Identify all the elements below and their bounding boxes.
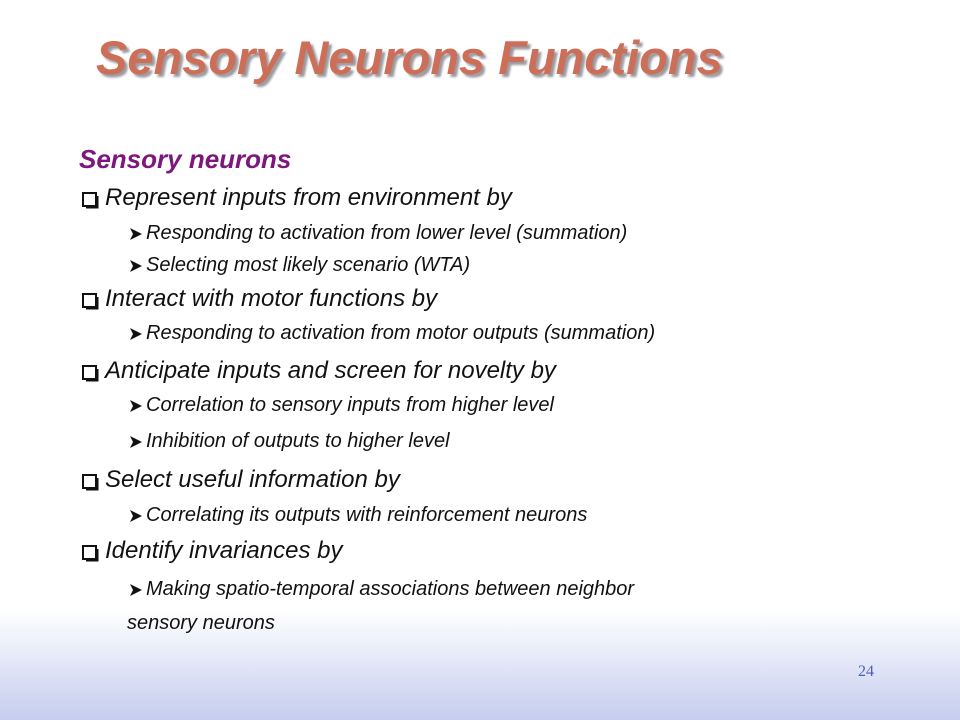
checkbox-bullet-icon [82,545,99,562]
arrow-bullet-icon [130,509,142,522]
arrow-bullet-icon [130,259,142,272]
checkbox-bullet-icon [82,293,99,310]
arrow-bullet-icon [130,327,142,340]
sub-bullet-text: Correlation to sensory inputs from highe… [146,394,554,416]
bullet-item: Select useful information by [79,466,400,494]
bullet-text: Anticipate inputs and screen for novelty… [105,357,556,384]
sub-bullet-item: Selecting most likely scenario (WTA) [129,254,470,277]
checkbox-bullet-icon [82,474,99,491]
slide-title: Sensory Neurons Functions [96,31,723,84]
bullet-item: Anticipate inputs and screen for novelty… [79,357,556,385]
arrow-bullet-icon [130,227,142,240]
bullet-item: Represent inputs from environment by [79,184,512,212]
sub-bullet-text: Making spatio-temporal associations betw… [146,578,635,600]
sub-bullet-text: Responding to activation from motor outp… [146,322,656,344]
checkbox-bullet-icon [82,365,99,382]
sub-bullet-item: Inhibition of outputs to higher level [129,430,450,453]
sub-bullet-item: Making spatio-temporal associations betw… [129,578,634,601]
background-gradient-band [0,610,960,720]
arrow-bullet-icon [130,435,142,448]
sub-bullet-text: Correlating its outputs with reinforceme… [146,504,588,526]
sub-bullet-text: Responding to activation from lower leve… [146,222,628,244]
bullet-text: Interact with motor functions by [105,285,438,312]
page-number: 24 [858,663,874,680]
arrow-bullet-icon [130,583,142,596]
sub-bullet-text: Selecting most likely scenario (WTA) [146,254,471,276]
bullet-text: Represent inputs from environment by [105,184,512,211]
bullet-text: Identify invariances by [105,537,343,564]
sub-bullet-continuation: sensory neurons [127,612,275,634]
bullet-text: Select useful information by [105,466,400,493]
sub-bullet-item: Responding to activation from lower leve… [129,222,627,245]
section-heading: Sensory neurons [79,144,292,174]
checkbox-bullet-icon [82,192,99,209]
sub-bullet-text: Inhibition of outputs to higher level [146,430,450,452]
bullet-item: Interact with motor functions by [79,285,437,313]
bullet-item: Identify invariances by [79,537,342,565]
sub-bullet-item: Correlation to sensory inputs from highe… [129,394,554,417]
sub-bullet-item: Responding to activation from motor outp… [129,322,655,345]
sub-bullet-item: Correlating its outputs with reinforceme… [129,504,587,527]
arrow-bullet-icon [130,399,142,412]
